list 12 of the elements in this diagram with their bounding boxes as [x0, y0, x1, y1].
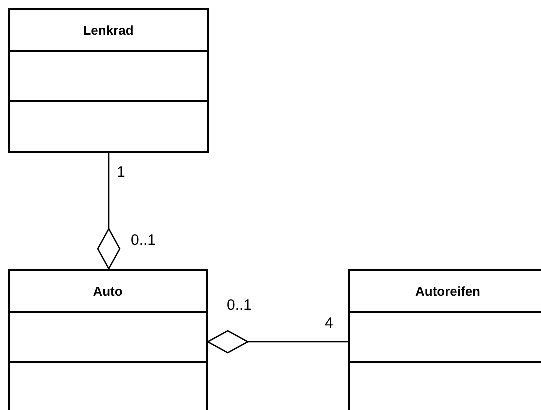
multiplicity-label: 0..1: [227, 297, 252, 315]
class-box: [348, 269, 541, 410]
aggregation-connector: [97, 153, 121, 270]
aggregation-connector: [207, 330, 348, 354]
class-name: Autoreifen: [416, 284, 480, 298]
multiplicity-label: 1: [117, 164, 126, 182]
multiplicity-label: 4: [325, 315, 334, 333]
class-name: Lenkrad: [83, 22, 134, 38]
class-box: [8, 8, 209, 153]
class-name: Auto: [93, 284, 123, 298]
multiplicity-label: 0..1: [131, 232, 156, 250]
class-box: [8, 269, 208, 410]
